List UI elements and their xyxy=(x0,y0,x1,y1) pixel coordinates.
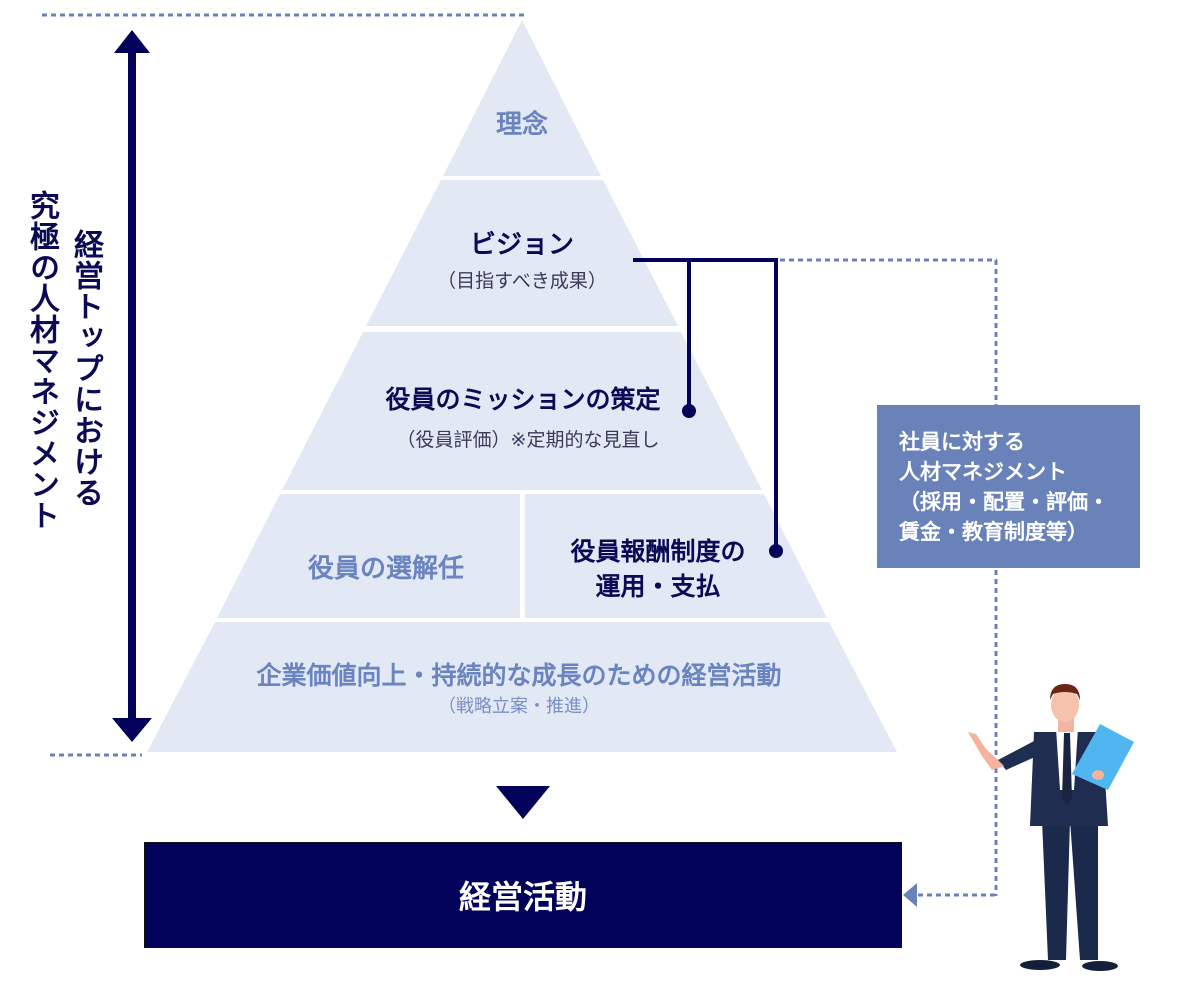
side-box-line: 人材マネジメント xyxy=(899,460,1067,484)
side-box-line: 社員に対する xyxy=(899,430,1025,454)
level3-title: 役員のミッションの策定 xyxy=(385,385,661,414)
level5-title: 企業価値向上・持続的な成長のための経営活動 xyxy=(256,661,782,690)
pyramid-level-3 xyxy=(282,332,762,490)
pyramid-level-4-right xyxy=(525,494,827,618)
businessman-illustration xyxy=(968,684,1134,971)
vision-connector-lines xyxy=(633,258,783,558)
down-arrow-icon xyxy=(496,786,550,819)
side-box-line: 賃金・教育制度等） xyxy=(899,520,1088,544)
dotted-flow-connector xyxy=(780,258,998,897)
management-activity-label: 経営活動 xyxy=(458,878,587,916)
level1-title: 理念 xyxy=(495,110,549,140)
left-arrow-icon xyxy=(903,883,917,907)
vertical-label-line2: 究極の人材マネジメント xyxy=(24,190,59,531)
pyramid-level-5 xyxy=(147,622,897,752)
pyramid-level-4-left xyxy=(217,494,520,618)
pyramid-level-2 xyxy=(366,180,678,326)
employee-hr-management-box: 社員に対する 人材マネジメント （採用・配置・評価・ 賃金・教育制度等） xyxy=(877,405,1140,568)
level4-right-title-line2: 運用・支払 xyxy=(595,572,721,601)
management-activity-box: 経営活動 xyxy=(144,842,902,948)
level4-left-title: 役員の選解任 xyxy=(307,554,465,584)
pyramid-level-1 xyxy=(443,20,601,176)
level2-subtitle: （目指すべき成果） xyxy=(437,270,607,292)
level2-title: ビジョン xyxy=(469,230,575,260)
level4-right-title-line1: 役員報酬制度の xyxy=(570,537,746,566)
double-headed-vertical-arrow-icon xyxy=(112,30,152,742)
level3-subtitle: （役員評価）※定期的な見直し xyxy=(396,429,660,451)
vertical-label-line1: 経営トップにおける xyxy=(68,229,103,508)
side-box-line: （採用・配置・評価・ xyxy=(899,490,1109,514)
level5-subtitle: （戦略立案・推進） xyxy=(438,696,600,717)
